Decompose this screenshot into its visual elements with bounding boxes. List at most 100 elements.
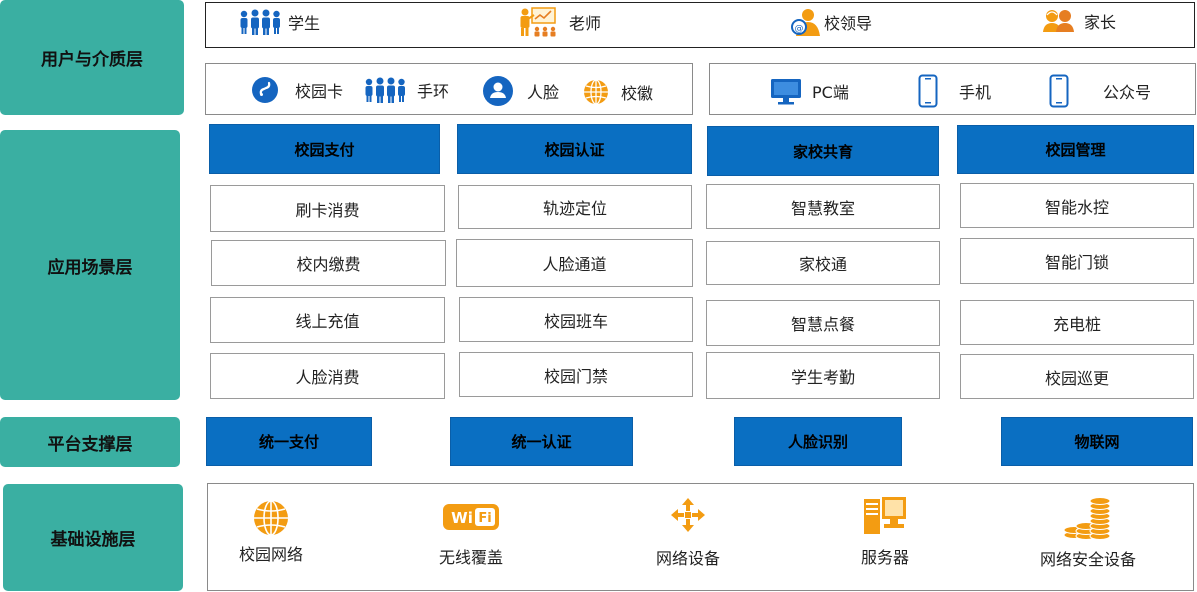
app-cell: 校园班车 (459, 297, 693, 342)
media-item-card: 校园卡 (252, 76, 343, 104)
layer-label-user: 用户与介质层 (0, 0, 184, 115)
app-header-manage: 校园管理 (957, 125, 1194, 174)
app-cell-label: 校园门禁 (543, 366, 608, 386)
server-icon (864, 497, 906, 534)
app-cell-label: 线上充值 (295, 312, 360, 331)
app-header-auth: 校园认证 (457, 124, 692, 174)
user-item-student: 学生 (238, 8, 320, 36)
app-cell-label: 充电桩 (1052, 314, 1101, 334)
user-label: 校领导 (824, 14, 873, 33)
app-cell-label: 校园巡更 (1044, 368, 1109, 388)
phone-icon (918, 74, 938, 108)
leader-icon: @ (791, 9, 820, 36)
infra-label: 无线覆盖 (438, 548, 503, 567)
coins-icon (1063, 497, 1111, 540)
media-label: 校徽 (621, 84, 654, 103)
app-cell: 人脸通道 (456, 239, 693, 287)
app-cell: 学生考勤 (706, 352, 940, 399)
infra-item-security: 网络安全设备 (1035, 496, 1141, 570)
media-box-left (205, 63, 693, 115)
app-cell: 校园门禁 (459, 352, 693, 397)
media-label: 公众号 (1103, 83, 1152, 102)
badge-icon (584, 79, 608, 105)
wifi-icon: Wi Fi (443, 504, 499, 530)
app-cell: 家校通 (706, 241, 940, 285)
layer-label-platform: 平台支撑层 (0, 417, 180, 467)
app-cell-label: 学生考勤 (790, 367, 855, 387)
media-item-official: 公众号 (1049, 74, 1151, 108)
user-label: 家长 (1084, 13, 1117, 32)
media-item-badge: 校徽 (583, 78, 653, 106)
infra-item-network: 校园网络 (236, 500, 306, 565)
app-cell: 人脸消费 (210, 353, 445, 399)
platform-item-iot: 物联网 (1001, 417, 1193, 466)
app-header-label: 校园管理 (1045, 141, 1106, 159)
app-cell-label: 智慧点餐 (790, 315, 855, 334)
users-box (205, 2, 1195, 48)
media-item-mobile: 手机 (918, 74, 991, 108)
svg-text:Fi: Fi (478, 511, 491, 526)
app-cell: 轨迹定位 (458, 185, 692, 229)
media-item-pc: PC端 (770, 76, 849, 106)
app-cell: 线上充值 (210, 297, 445, 343)
teacher-icon (520, 7, 556, 37)
app-cell-label: 人脸通道 (542, 255, 607, 274)
platform-label: 统一支付 (258, 433, 319, 451)
user-item-teacher: 老师 (517, 6, 601, 38)
phone-icon (1049, 74, 1069, 108)
platform-item-auth: 统一认证 (450, 417, 633, 466)
layer-label-text: 基础设施层 (50, 530, 136, 550)
infra-label: 网络设备 (655, 549, 720, 568)
app-cell: 校园巡更 (960, 354, 1194, 399)
platform-label: 统一认证 (511, 433, 572, 451)
bracelet-icon (365, 77, 405, 103)
parents-icon (1043, 10, 1074, 32)
app-cell-label: 智慧教室 (790, 198, 855, 218)
media-label: 手环 (417, 82, 450, 101)
app-cell: 智慧点餐 (706, 300, 940, 346)
card-icon (252, 77, 278, 103)
media-label: PC端 (812, 83, 849, 102)
svg-text:@: @ (795, 24, 804, 34)
app-cell-label: 智能门锁 (1044, 253, 1109, 272)
infra-label: 服务器 (860, 548, 909, 567)
app-cell: 校内缴费 (211, 240, 446, 286)
app-cell-label: 校园班车 (543, 311, 608, 331)
layer-label-infra: 基础设施层 (3, 484, 183, 591)
infra-item-device: 网络设备 (652, 497, 724, 569)
user-item-leader: @ 校领导 (790, 7, 872, 37)
app-cell-label: 智能水控 (1044, 197, 1109, 217)
app-header-label: 家校共育 (792, 142, 853, 161)
app-cell-label: 人脸消费 (295, 368, 360, 387)
app-cell: 智能水控 (960, 183, 1194, 228)
people-group-icon (240, 9, 280, 35)
platform-item-face: 人脸识别 (734, 417, 902, 466)
user-label: 学生 (288, 14, 321, 33)
media-label: 校园卡 (295, 82, 344, 101)
app-cell: 刷卡消费 (210, 185, 445, 232)
media-label: 手机 (959, 83, 992, 102)
app-cell: 智慧教室 (706, 184, 940, 229)
user-label: 老师 (569, 14, 602, 33)
app-cell: 智能门锁 (960, 238, 1194, 284)
svg-text:Wi: Wi (451, 509, 473, 527)
network-arrows-icon (671, 498, 705, 532)
platform-item-payment: 统一支付 (206, 417, 372, 466)
platform-label: 人脸识别 (787, 433, 848, 451)
infra-item-server: 服务器 (856, 496, 914, 568)
media-item-bracelet: 手环 (363, 76, 449, 104)
layer-label-text: 用户与介质层 (41, 50, 143, 70)
infra-label: 校园网络 (238, 545, 303, 564)
app-header-label: 校园支付 (294, 140, 355, 159)
app-cell-label: 轨迹定位 (542, 199, 607, 218)
layer-label-text: 平台支撑层 (47, 434, 133, 455)
layer-label-text: 应用场景层 (47, 257, 133, 278)
infra-label: 网络安全设备 (1039, 550, 1136, 569)
app-header-payment: 校园支付 (209, 124, 440, 174)
app-cell-label: 校内缴费 (296, 255, 361, 274)
app-header-label: 校园认证 (544, 140, 605, 159)
infra-item-wifi: Wi Fi 无线覆盖 (434, 503, 508, 568)
layer-label-app: 应用场景层 (0, 130, 180, 400)
app-cell: 充电桩 (960, 300, 1194, 345)
app-cell-label: 刷卡消费 (295, 200, 360, 220)
